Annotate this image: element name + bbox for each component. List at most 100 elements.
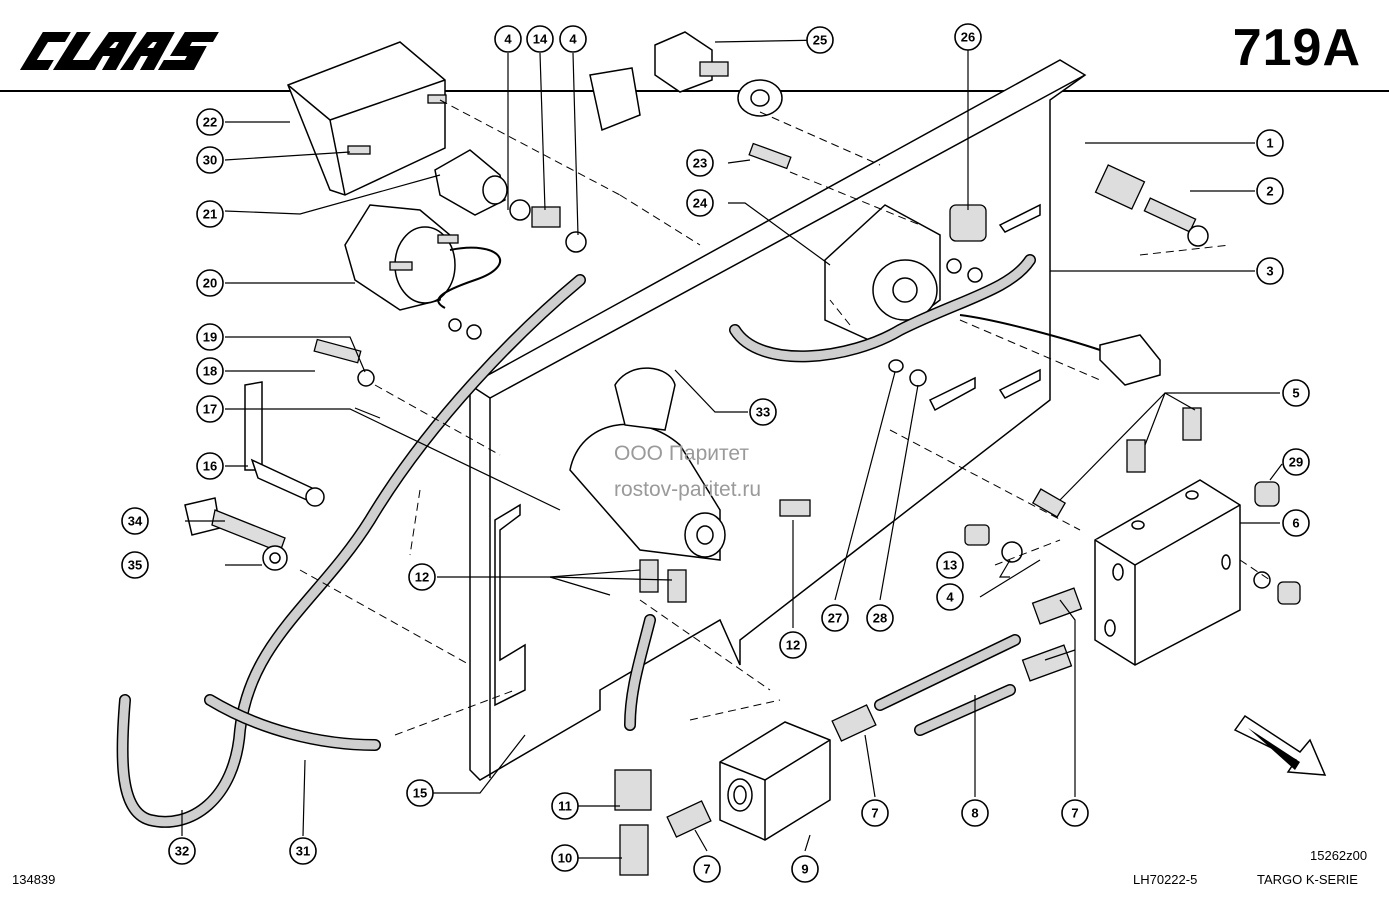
callout-label: 24 xyxy=(693,196,708,211)
callout-label: 4 xyxy=(946,590,954,605)
callout-label: 31 xyxy=(296,844,310,859)
callout-label: 25 xyxy=(813,33,827,48)
callout-label: 29 xyxy=(1289,455,1303,470)
callout-31: 31 xyxy=(289,837,317,865)
callout-label: 22 xyxy=(203,115,217,130)
callout-label: 10 xyxy=(558,851,572,866)
callout-label: 9 xyxy=(801,862,808,877)
callout-label: 11 xyxy=(558,799,572,814)
callout-6: 6 xyxy=(1282,509,1310,537)
callout-32: 32 xyxy=(168,837,196,865)
callout-label: 8 xyxy=(971,806,978,821)
callout-label: 26 xyxy=(961,30,975,45)
callout-label: 27 xyxy=(828,611,842,626)
callout-label: 18 xyxy=(203,364,217,379)
callout-2: 2 xyxy=(1256,177,1284,205)
callout-label: 28 xyxy=(873,611,887,626)
callout-7c: 7 xyxy=(1061,799,1089,827)
callout-4b: 4 xyxy=(559,25,587,53)
callout-10: 10 xyxy=(551,844,579,872)
callout-label: 13 xyxy=(943,558,957,573)
assembly-lines xyxy=(299,99,1271,736)
claas-logo xyxy=(19,32,219,70)
direction-arrow xyxy=(1233,714,1327,776)
callout-label: 17 xyxy=(203,402,217,417)
quick-coupler xyxy=(434,31,783,216)
footer-right-id: 15262z00 xyxy=(1310,848,1368,863)
leader-lines xyxy=(181,39,1283,859)
callout-4c: 4 xyxy=(936,583,964,611)
footer-left-id: 134839 xyxy=(12,872,56,887)
callout-label: 35 xyxy=(128,558,142,573)
bolt-washer xyxy=(184,497,288,571)
callout-label: 16 xyxy=(203,459,217,474)
callout-19: 19 xyxy=(196,323,224,351)
hydraulic-hoses xyxy=(116,254,1036,828)
servo-unit xyxy=(824,204,941,346)
diagram-code: 719A xyxy=(1232,19,1361,77)
callout-27: 27 xyxy=(821,604,849,632)
callout-12b: 12 xyxy=(779,631,807,659)
callout-16: 16 xyxy=(196,452,224,480)
callout-33: 33 xyxy=(749,398,777,426)
callout-18: 18 xyxy=(196,357,224,385)
solenoid-valve xyxy=(569,367,726,561)
callout-label: 19 xyxy=(203,330,217,345)
callout-22: 22 xyxy=(196,108,224,136)
callout-34: 34 xyxy=(121,507,149,535)
bracket-pin xyxy=(244,381,325,507)
callout-13: 13 xyxy=(936,551,964,579)
callout-14: 14 xyxy=(526,25,554,53)
callout-label: 4 xyxy=(569,32,577,47)
callout-25: 25 xyxy=(806,26,834,54)
callout-23: 23 xyxy=(686,149,714,177)
callout-label: 14 xyxy=(533,32,548,47)
callout-label: 3 xyxy=(1266,264,1273,279)
callout-label: 15 xyxy=(413,786,427,801)
callout-label: 1 xyxy=(1266,136,1273,151)
callout-label: 7 xyxy=(703,862,710,877)
header-divider xyxy=(0,90,1389,92)
mounting-plate xyxy=(469,59,1087,781)
callout-3: 3 xyxy=(1256,257,1284,285)
callout-label: 4 xyxy=(504,32,512,47)
callout-35: 35 xyxy=(121,551,149,579)
callout-5: 5 xyxy=(1282,379,1310,407)
callout-label: 5 xyxy=(1292,386,1299,401)
callout-30: 30 xyxy=(196,146,224,174)
callout-label: 20 xyxy=(203,276,217,291)
callout-4a: 4 xyxy=(494,25,522,53)
callout-28: 28 xyxy=(866,604,894,632)
callout-24: 24 xyxy=(686,189,714,217)
callout-label: 23 xyxy=(693,156,707,171)
callout-8: 8 xyxy=(961,799,989,827)
plug-connector xyxy=(959,314,1161,386)
callout-15: 15 xyxy=(406,779,434,807)
watermark-company: ООО Паритет xyxy=(614,442,750,465)
footer-center-id: LH70222-5 xyxy=(1133,872,1198,887)
callout-11: 11 xyxy=(551,792,579,820)
work-lamp xyxy=(287,41,447,196)
callout-21: 21 xyxy=(196,200,224,228)
electric-socket xyxy=(344,204,501,311)
callout-17: 17 xyxy=(196,395,224,423)
callout-label: 12 xyxy=(786,638,800,653)
callout-label: 12 xyxy=(415,570,429,585)
callout-label: 30 xyxy=(203,153,217,168)
callout-label: 34 xyxy=(128,514,143,529)
callout-26: 26 xyxy=(954,23,982,51)
port-block xyxy=(719,721,831,841)
callout-label: 7 xyxy=(871,806,878,821)
callout-label: 2 xyxy=(1266,184,1273,199)
callout-label: 6 xyxy=(1292,516,1299,531)
callout-1: 1 xyxy=(1256,129,1284,157)
callout-20: 20 xyxy=(196,269,224,297)
callout-7b: 7 xyxy=(861,799,889,827)
callout-label: 7 xyxy=(1071,806,1078,821)
callout-label: 33 xyxy=(756,405,770,420)
callout-label: 21 xyxy=(203,207,217,222)
callout-29: 29 xyxy=(1282,448,1310,476)
watermark-url: rostov-paritet.ru xyxy=(614,478,762,501)
